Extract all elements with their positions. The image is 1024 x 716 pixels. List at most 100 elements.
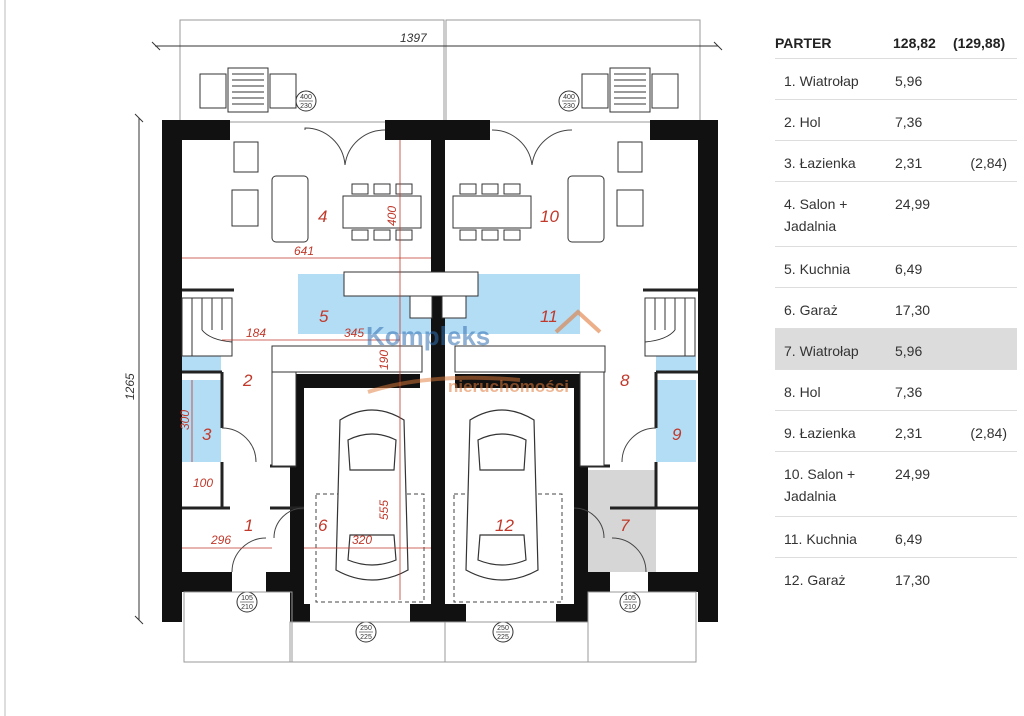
table-cell-alt: (2,84) (970, 425, 1007, 441)
floor-plan-drawing: 1397 1265 (4, 0, 723, 716)
svg-text:230: 230 (563, 103, 575, 110)
terrace-left (179, 19, 445, 123)
svg-text:225: 225 (360, 634, 372, 641)
tag-door-left: 105 210 (236, 591, 258, 613)
table-cell-alt (953, 182, 1017, 246)
svg-text:250: 250 (497, 625, 509, 632)
dim-overall-width: 1397 (400, 31, 428, 45)
svg-text:400: 400 (563, 94, 575, 101)
svg-text:250: 250 (360, 625, 372, 632)
bathroom-right-fill (656, 380, 696, 462)
room-number-10: 10 (540, 207, 559, 226)
table-cell-name: 11. Kuchnia (784, 531, 857, 547)
room-number-1: 1 (244, 516, 253, 535)
dim-living-depth: 400 (385, 206, 399, 226)
vestibule-right-highlight (578, 470, 656, 572)
table-cell-name: 4. Salon + Jadalnia (784, 196, 848, 234)
table-row: 4. Salon + Jadalnia 24,99 (775, 181, 1017, 246)
table-cell-area: 17,30 (895, 302, 931, 318)
dim-overall-depth: 1265 (123, 373, 137, 400)
table-row: 11. Kuchnia 6,49 (775, 516, 1017, 557)
living-furniture-left (231, 141, 422, 243)
room-number-4: 4 (318, 207, 327, 226)
table-cell-name: 12. Garaż (784, 572, 846, 588)
watermark-house-icon (554, 309, 602, 334)
table-cell-name: 2. Hol (784, 114, 821, 130)
table-cell-name: 7. Wiatrołap (784, 343, 859, 359)
table-cell-alt (953, 288, 1017, 328)
terrace-furniture-left (199, 67, 297, 113)
dim-garage-width: 320 (352, 533, 372, 547)
room-number-11: 11 (540, 307, 558, 326)
table-cell-alt (953, 59, 1017, 99)
tag-terrace-right: 400 230 (558, 90, 580, 112)
table-cell-area: 7,36 (895, 114, 923, 130)
table-cell-area: 17,30 (895, 572, 931, 588)
living-furniture-right (452, 141, 644, 243)
car-right (465, 409, 539, 581)
room-number-5: 5 (319, 307, 329, 326)
tag-door-right: 105 210 (619, 591, 641, 613)
driveway-right (444, 621, 589, 663)
svg-text:230: 230 (300, 103, 312, 110)
table-row: 7. Wiatrołap 5,96 (775, 328, 1017, 369)
table-row: 2. Hol 7,36 (775, 99, 1017, 140)
table-cell-name: 3. Łazienka (784, 155, 856, 171)
room-number-6: 6 (318, 516, 328, 535)
table-total: 128,82 (893, 35, 936, 51)
table-cell-alt (953, 370, 1017, 410)
interior-doors (221, 427, 657, 573)
tag-terrace-left: 400 230 (295, 90, 317, 112)
room-number-12: 12 (495, 516, 514, 535)
kitchen-counters (271, 271, 606, 467)
table-row: 12. Garaż 17,30 (775, 557, 1017, 598)
stairs-left (181, 297, 233, 357)
table-cell-area: 7,36 (895, 384, 923, 400)
svg-text:105: 105 (624, 595, 636, 602)
dim-bath-depth: 300 (178, 410, 192, 430)
table-row: 3. Łazienka 2,31 (2,84) (775, 140, 1017, 181)
floor-plan: 1397 1265 (4, 0, 723, 716)
table-title: PARTER (775, 35, 832, 51)
dim-vestibule-width: 296 (210, 533, 231, 547)
table-cell-area: 2,31 (895, 155, 923, 171)
car-left (335, 409, 409, 581)
stairs-right (644, 297, 696, 357)
table-cell-alt (953, 100, 1017, 140)
svg-text:400: 400 (300, 94, 312, 101)
entry-landing-left (183, 591, 293, 663)
watermark-line2: nieruchomości (448, 377, 569, 396)
table-cell-name: 5. Kuchnia (784, 261, 851, 277)
table-cell-area: 5,96 (895, 343, 923, 359)
svg-text:210: 210 (624, 604, 636, 611)
room-number-2: 2 (242, 371, 253, 390)
table-cell-alt: (2,84) (970, 155, 1007, 171)
dim-garage-depth: 555 (377, 500, 391, 520)
table-cell-alt (953, 517, 1017, 557)
room-number-9: 9 (672, 425, 682, 444)
dim-kitchen-depth: 190 (377, 350, 391, 370)
table-cell-alt (953, 247, 1017, 287)
dim-living-width: 641 (294, 244, 314, 258)
svg-text:225: 225 (497, 634, 509, 641)
table-cell-area: 24,99 (895, 196, 931, 212)
entry-landing-right (587, 591, 697, 663)
dim-hall-width: 184 (246, 326, 266, 340)
tag-garage-left: 250 225 (355, 621, 377, 643)
area-table-header: PARTER 128,82 (129,88) (775, 28, 1017, 58)
terrace-doors (304, 127, 573, 166)
dim-closet-width: 100 (193, 476, 213, 490)
table-total-alt: (129,88) (953, 35, 1006, 51)
table-cell-name: 1. Wiatrołap (784, 73, 859, 89)
table-cell-area: 6,49 (895, 531, 923, 547)
table-cell-name: 9. Łazienka (784, 425, 856, 441)
terrace-right (445, 19, 701, 123)
svg-text:210: 210 (241, 604, 253, 611)
table-cell-alt (953, 558, 1017, 598)
